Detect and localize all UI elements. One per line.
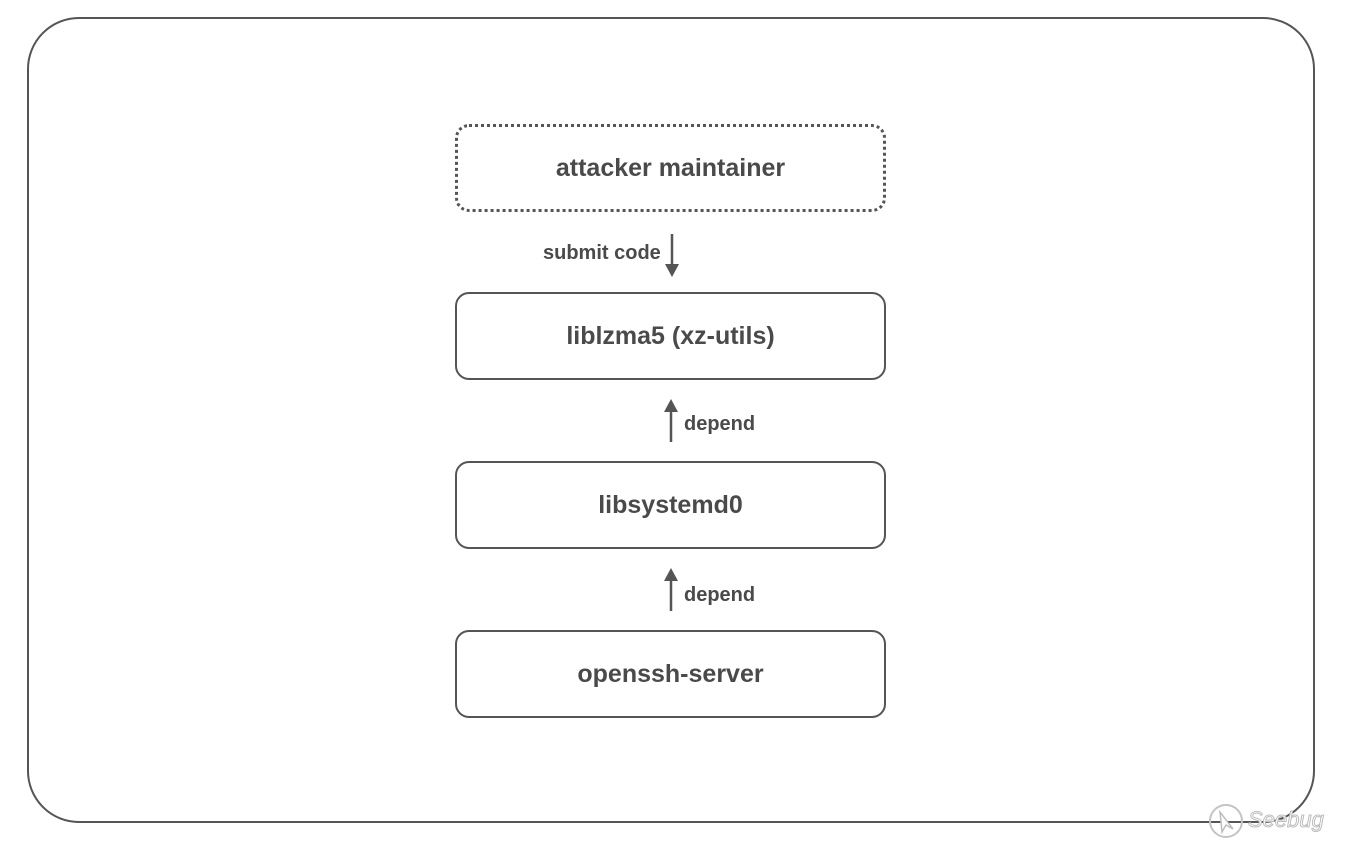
edge-label-depend-2: depend xyxy=(684,584,756,606)
edge-label-submit-code: submit code xyxy=(543,242,661,264)
node-liblzma5-label: liblzma5 (xz-utils) xyxy=(566,321,775,350)
edge-label-depend-1: depend xyxy=(684,413,756,435)
node-libsystemd0-label: libsystemd0 xyxy=(598,490,743,519)
diagram-frame xyxy=(27,17,1315,823)
node-liblzma5: liblzma5 (xz-utils) xyxy=(455,292,886,380)
node-libsystemd0: libsystemd0 xyxy=(455,461,886,549)
node-attacker-maintainer-label: attacker maintainer xyxy=(555,153,786,182)
seebug-logo-icon xyxy=(1209,804,1243,838)
node-openssh-server: openssh-server xyxy=(455,630,886,718)
node-openssh-server-label: openssh-server xyxy=(577,659,764,688)
node-attacker-maintainer: attacker maintainer xyxy=(455,124,886,212)
watermark-text: Seebug xyxy=(1248,807,1325,833)
arrow-up-depend-1 xyxy=(664,399,678,442)
seebug-watermark: Seebug xyxy=(1206,800,1324,840)
arrow-up-depend-2 xyxy=(664,568,678,611)
arrow-down-submit xyxy=(665,234,679,277)
